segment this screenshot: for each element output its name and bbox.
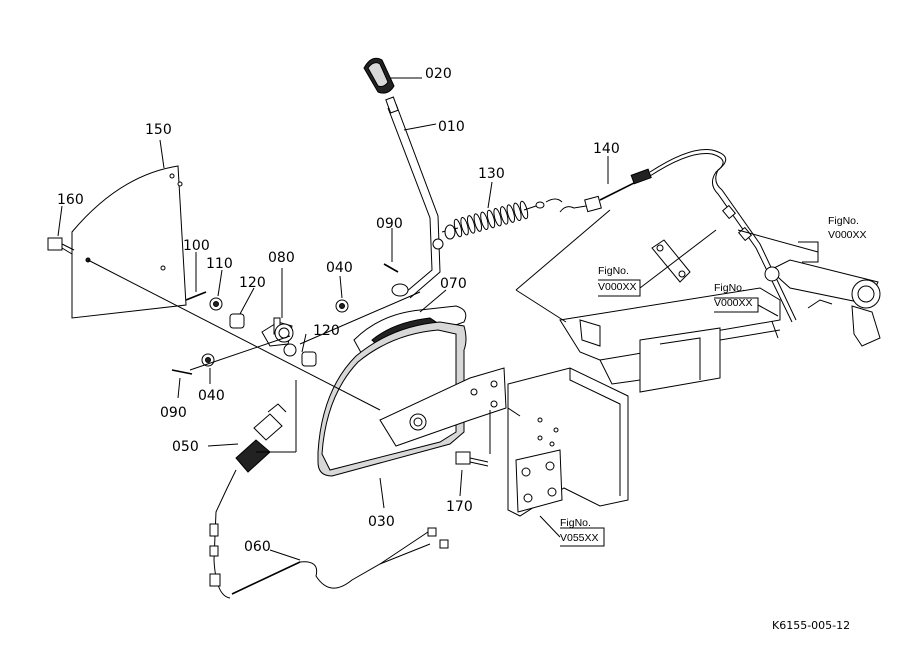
harness-060 — [209, 469, 449, 599]
label-050: 050 — [172, 439, 199, 455]
figure-ref-1: FigNo. V000XX — [828, 215, 867, 241]
cable-140 — [559, 148, 797, 323]
label-080: 080 — [268, 250, 295, 266]
figure-ref-3: FigNo. V000XX — [714, 282, 753, 309]
spring-coil — [480, 211, 489, 231]
figure-ref-2-code: V000XX — [598, 281, 637, 293]
spring-coil — [466, 215, 476, 234]
label-090-upper: 090 — [376, 216, 403, 232]
bolt-160 — [47, 237, 75, 255]
figure-ref-3-title: FigNo. — [714, 282, 745, 294]
collar-120-upper — [229, 313, 245, 329]
figure-ref-1-code: V000XX — [828, 229, 867, 241]
pin-100 — [185, 291, 207, 301]
bolt-170 — [455, 451, 489, 467]
lever-box-030 — [317, 321, 507, 477]
label-020: 020 — [425, 66, 452, 82]
switch-050 — [235, 403, 287, 473]
figure-ref-2: FigNo. V000XX — [598, 265, 637, 293]
assembly-lines — [87, 209, 611, 454]
label-130: 130 — [478, 166, 505, 182]
spring-coil — [513, 202, 522, 222]
label-030: 030 — [368, 514, 395, 530]
spring-coil — [486, 209, 496, 229]
spring-coil — [473, 213, 483, 232]
pin-090-lower — [171, 369, 193, 375]
label-120-upper: 120 — [239, 275, 266, 291]
bushing-080 — [261, 317, 297, 357]
mount-bracket — [507, 367, 629, 517]
washer-110 — [209, 297, 223, 311]
document-id: K6155-005-12 — [772, 619, 850, 632]
figure-ref-3-code: V000XX — [714, 297, 753, 309]
label-150: 150 — [145, 122, 172, 138]
figure-ref-4-code: V055XX — [560, 532, 599, 544]
label-140: 140 — [593, 141, 620, 157]
label-040-lower: 040 — [198, 388, 225, 404]
label-120-lower: 120 — [313, 323, 340, 339]
figure-ref-4-title: FigNo. — [560, 517, 591, 529]
small-bracket — [651, 239, 691, 283]
spring-coil — [493, 207, 502, 227]
figure-ref-2-title: FigNo. — [598, 265, 629, 277]
spring-130 — [441, 198, 563, 240]
figure-ref-4: FigNo. V055XX — [560, 517, 599, 544]
spring-coil — [499, 206, 509, 225]
leader-lines — [57, 77, 819, 561]
label-070: 070 — [440, 276, 467, 292]
right-lever-assembly — [764, 259, 881, 347]
cover-plate-150 — [71, 165, 187, 319]
label-100: 100 — [183, 238, 210, 254]
spring-coil — [453, 218, 463, 238]
shift-lever-010 — [385, 96, 444, 299]
label-110: 110 — [206, 256, 233, 272]
label-060: 060 — [244, 539, 271, 555]
spring-coil — [460, 216, 469, 236]
label-090-lower: 090 — [160, 405, 187, 421]
spring-coil — [506, 204, 516, 223]
label-010: 010 — [438, 119, 465, 135]
knob-020 — [363, 57, 395, 94]
figure-ref-1-title: FigNo. — [828, 215, 859, 227]
pin-090-upper — [383, 263, 399, 273]
nut-040-upper — [335, 299, 349, 313]
label-040-upper: 040 — [326, 260, 353, 276]
label-160: 160 — [57, 192, 84, 208]
collar-120-lower — [301, 351, 317, 367]
label-170: 170 — [446, 499, 473, 515]
part-labels: 020 010 130 140 150 160 090 100 110 080 … — [57, 66, 620, 555]
